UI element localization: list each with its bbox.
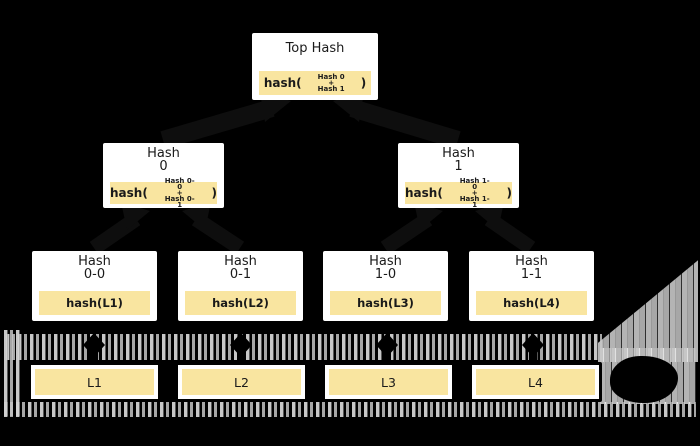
- arrow-shaft-l1-icon: [90, 345, 98, 363]
- formula-operator: +: [471, 188, 478, 197]
- arrow-hash11-to-hash1-head-icon: [475, 202, 504, 230]
- title-line1: Hash: [442, 146, 475, 161]
- data-block-l2: L2: [175, 362, 308, 402]
- formula-arg2: Hash 1: [317, 84, 345, 93]
- formula-operator: +: [328, 78, 335, 87]
- node-hash-1-1: Hash 1-1 hash(L4): [469, 251, 594, 321]
- data-block-l2-label: L2: [182, 369, 301, 395]
- title-line2: 0-1: [229, 266, 252, 282]
- formula-open: hash(: [110, 186, 148, 200]
- node-hash-0-1: Hash 0-1 hash(L2): [178, 251, 303, 321]
- arrow-shaft-l3-icon: [383, 345, 391, 363]
- formula-arg1: Hash 0: [317, 73, 345, 81]
- formula-arg2: Hash 0-1: [164, 194, 195, 209]
- node-hash-1-0-formula: hash(L3): [330, 291, 441, 315]
- title-line2: 0: [159, 158, 168, 174]
- formula-args: Hash 0 + Hash 1: [318, 74, 345, 92]
- node-hash-0-title: Hash 0: [103, 143, 224, 173]
- formula-args: Hash 0-0 + Hash 0-1: [164, 176, 196, 209]
- title-line1: Hash: [515, 254, 548, 269]
- node-hash-0-0-title: Hash 0-0: [32, 251, 157, 281]
- title-line1: Hash: [78, 254, 111, 269]
- data-block-l3: L3: [322, 362, 455, 402]
- title-line1: Hash: [147, 146, 180, 161]
- data-block-l1-label: L1: [35, 369, 154, 395]
- formula-open: hash(: [263, 76, 302, 90]
- formula-close: ): [360, 76, 367, 90]
- arrow-hash0-to-top-icon: [160, 99, 275, 149]
- node-hash-1-formula: hash( Hash 1-0 + Hash 1-1 ): [405, 177, 512, 209]
- artifact-band-upper: [6, 334, 602, 360]
- formula-args: Hash 1-0 + Hash 1-1: [459, 176, 491, 209]
- arrow-shaft-l2-icon: [237, 345, 245, 363]
- node-hash-1-1-title: Hash 1-1: [469, 251, 594, 281]
- node-hash-1-title: Hash 1: [398, 143, 519, 173]
- formula-text: hash(L2): [212, 296, 269, 310]
- node-hash-1-0: Hash 1-0 hash(L3): [323, 251, 448, 321]
- node-hash-0-1-formula: hash(L2): [185, 291, 296, 315]
- data-block-l1: L1: [28, 362, 161, 402]
- formula-text: hash(L1): [66, 296, 123, 310]
- title-line1: Hash: [369, 254, 402, 269]
- formula-close: ): [211, 186, 217, 200]
- formula-open: hash(: [405, 186, 443, 200]
- formula-close: ): [506, 186, 512, 200]
- arrow-hash00-to-hash0-head-icon: [121, 202, 150, 230]
- node-top-hash-title: Top Hash: [285, 41, 345, 56]
- formula-arg1: Hash 1-0: [459, 176, 490, 191]
- arrow-hash1-to-top-icon: [349, 99, 461, 149]
- arrow-hash01-to-hash0-head-icon: [182, 202, 211, 230]
- data-block-l4-label: L4: [476, 369, 595, 395]
- node-top-hash: Top Hash hash( Hash 0 + Hash 1 ): [252, 33, 378, 100]
- title-line2: 0-0: [83, 266, 106, 282]
- artifact-band-left: [4, 330, 21, 416]
- data-block-l4: L4: [469, 362, 602, 402]
- artifact-band-lower: [4, 402, 696, 417]
- arrow-hash10-to-hash1-head-icon: [414, 202, 443, 230]
- formula-text: hash(L4): [503, 296, 560, 310]
- title-line1: Hash: [224, 254, 257, 269]
- formula-arg2: Hash 1-1: [459, 194, 490, 209]
- node-hash-0-1-title: Hash 0-1: [178, 251, 303, 281]
- formula-text: hash(L3): [357, 296, 414, 310]
- node-hash-0-formula: hash( Hash 0-0 + Hash 0-1 ): [110, 177, 217, 209]
- node-hash-1-0-title: Hash 1-0: [323, 251, 448, 281]
- title-line2: 1: [454, 158, 463, 174]
- node-hash-0-0-formula: hash(L1): [39, 291, 150, 315]
- node-hash-0: Hash 0 hash( Hash 0-0 + Hash 0-1 ): [103, 143, 224, 209]
- node-top-hash-formula: hash( Hash 0 + Hash 1 ): [259, 71, 371, 95]
- formula-arg1: Hash 0-0: [164, 176, 195, 191]
- node-hash-0-0: Hash 0-0 hash(L1): [32, 251, 157, 321]
- arrow-shaft-l4-icon: [529, 345, 537, 363]
- title-line2: 1-1: [520, 266, 543, 282]
- formula-operator: +: [176, 188, 183, 197]
- title-line2: 1-0: [374, 266, 397, 282]
- data-block-l3-label: L3: [329, 369, 448, 395]
- node-hash-1-1-formula: hash(L4): [476, 291, 587, 315]
- node-hash-1: Hash 1 hash( Hash 1-0 + Hash 1-1 ): [398, 143, 519, 209]
- ink-blob-artifact: [610, 356, 678, 403]
